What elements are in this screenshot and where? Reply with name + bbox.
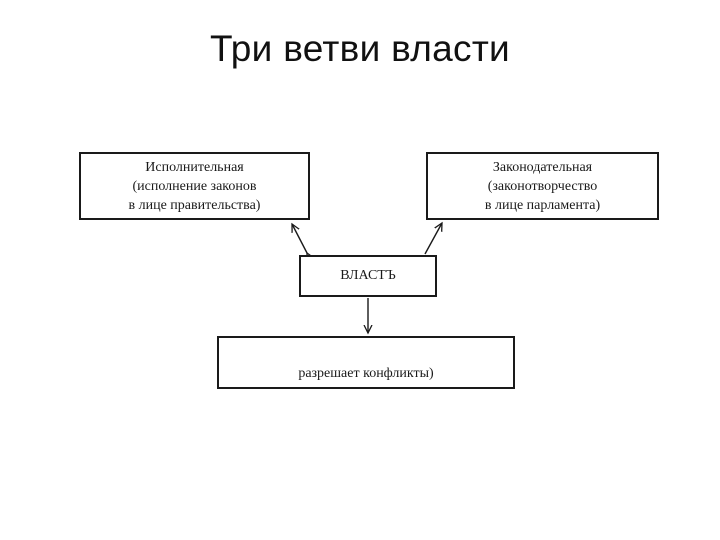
power-label: ВЛАСТЪ — [340, 268, 396, 283]
executive-description-2: в лице правительства) — [128, 198, 261, 213]
executive-description: (исполнение законов — [132, 179, 257, 194]
arrow-power-legislative — [424, 223, 442, 255]
legislative-branch-box: Законодательная (законотворчество в лице… — [426, 152, 659, 220]
arrow-power-executive — [292, 224, 307, 253]
power-box: ВЛАСТЪ — [299, 255, 437, 297]
legislative-description: (законотворчество — [487, 179, 598, 194]
legislative-title: Законодательная — [492, 160, 593, 175]
legislative-description-2: в лице парламента) — [484, 198, 601, 213]
executive-branch-box: Исполнительная (исполнение законов в лиц… — [79, 152, 310, 220]
executive-title: Исполнительная — [145, 160, 244, 175]
judicial-description: разрешает конфликты) — [298, 366, 434, 381]
slide-title: Три ветви власти — [209, 28, 511, 69]
judicial-branch-box: разрешает конфликты) — [217, 336, 515, 389]
